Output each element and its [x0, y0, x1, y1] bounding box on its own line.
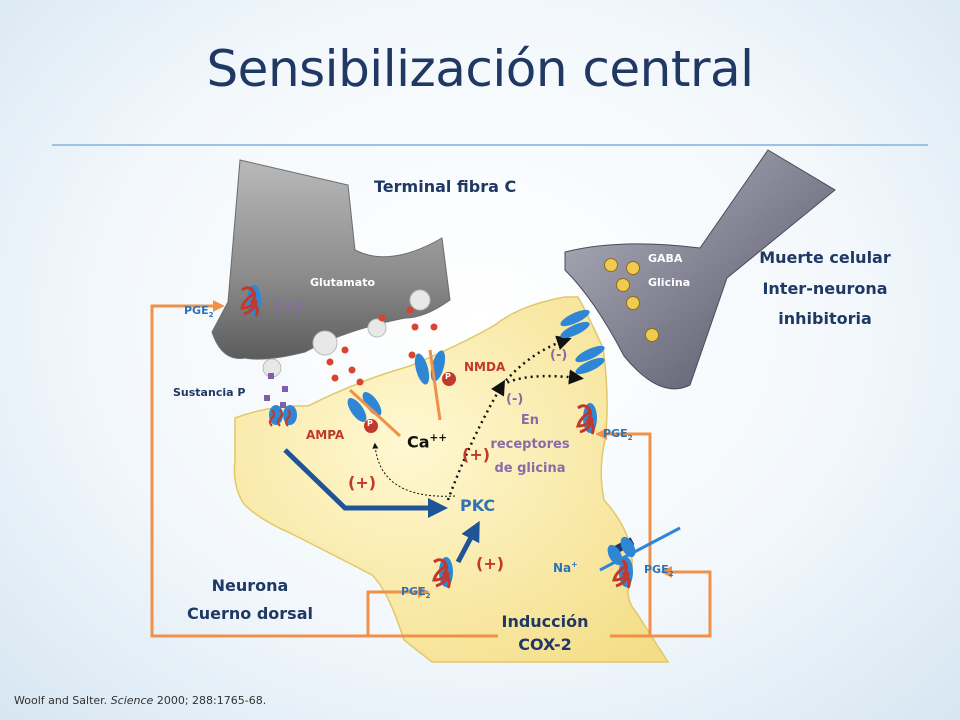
- page-title: Sensibilización central: [206, 40, 754, 98]
- pkc-label: PKC: [460, 496, 496, 515]
- deglicina-label: de glicina: [494, 461, 566, 476]
- receptores-label: receptores: [490, 437, 570, 452]
- plus-label-left: (+): [348, 473, 377, 492]
- glutamate-vesicles: [262, 289, 431, 378]
- en-label: En: [520, 413, 540, 428]
- ampa-receptor: [347, 388, 402, 438]
- sustancia-p-label: Sustancia P: [173, 386, 246, 399]
- dorsal-horn-neuron: [233, 296, 670, 663]
- plus-label-mid: (+): [462, 445, 491, 464]
- ampa-label: AMPA: [306, 428, 345, 442]
- ep-receptor-right-low: [612, 557, 633, 589]
- citation: Woolf and Salter. Science 2000; 288:1765…: [14, 694, 267, 707]
- sodium-channel: [599, 526, 681, 572]
- minus-label-mid: (-): [506, 392, 524, 407]
- sustancia-p-molecules: [264, 373, 288, 408]
- induccion-label: Inducción: [501, 612, 589, 631]
- cox2-to-pkc-arrow: [455, 520, 480, 564]
- c-fiber-terminal: [211, 159, 451, 360]
- inhibitoria-label: inhibitoria: [778, 309, 872, 328]
- interneurona-label: Inter-neurona: [762, 279, 888, 298]
- terminal-label: Terminal fibra C: [374, 177, 517, 196]
- dotted-pathways: [446, 335, 584, 501]
- neurona-label: Neurona: [211, 576, 289, 595]
- cuerno-label: Cuerno dorsal: [187, 604, 313, 623]
- phospho-label-ampa: P: [367, 419, 373, 428]
- nmda-receptor: [414, 349, 446, 421]
- sodium-label: Na+: [553, 560, 578, 575]
- ep-receptor-right: [576, 403, 597, 435]
- nmda-label: NMDA: [464, 360, 506, 374]
- cox2-label: COX-2: [518, 635, 572, 654]
- title-divider: [52, 144, 928, 146]
- phospho-label-nmda: P: [445, 372, 451, 381]
- muerte-label: Muerte celular: [759, 248, 891, 267]
- pge2-label-right: PGE2: [603, 427, 633, 443]
- glutamate-molecules: [326, 306, 438, 386]
- inhibitory-receptors: [560, 309, 605, 375]
- plus-label-top: (+): [274, 296, 303, 315]
- glicina-label: Glicina: [648, 276, 691, 289]
- pkc-feedback-dotted: [372, 442, 456, 497]
- pge2-label-left: PGE2: [184, 304, 214, 320]
- phospho-marker-ampa: [364, 419, 378, 433]
- ep-receptor-bottom: [432, 557, 453, 589]
- pge2-feedback-loop: [150, 300, 712, 638]
- sustancia-p-to-pkc-arrow: [283, 448, 448, 518]
- substance-p-receptor: [269, 405, 297, 427]
- pge2-label-right-low: PGE2: [644, 563, 674, 579]
- pge2-label-bottom: PGE2: [401, 585, 431, 601]
- ep-receptor-top: [240, 285, 261, 317]
- glutamato-label: Glutamato: [310, 276, 376, 289]
- minus-label-top: (-): [550, 348, 568, 363]
- calcium-label: Ca++: [407, 432, 447, 452]
- phospho-marker-nmda: [442, 372, 456, 386]
- inhibitory-interneuron: [564, 149, 836, 390]
- gaba-glycine-vesicles: [604, 258, 659, 342]
- plus-label-low: (+): [476, 554, 505, 573]
- gaba-label: GABA: [648, 252, 683, 265]
